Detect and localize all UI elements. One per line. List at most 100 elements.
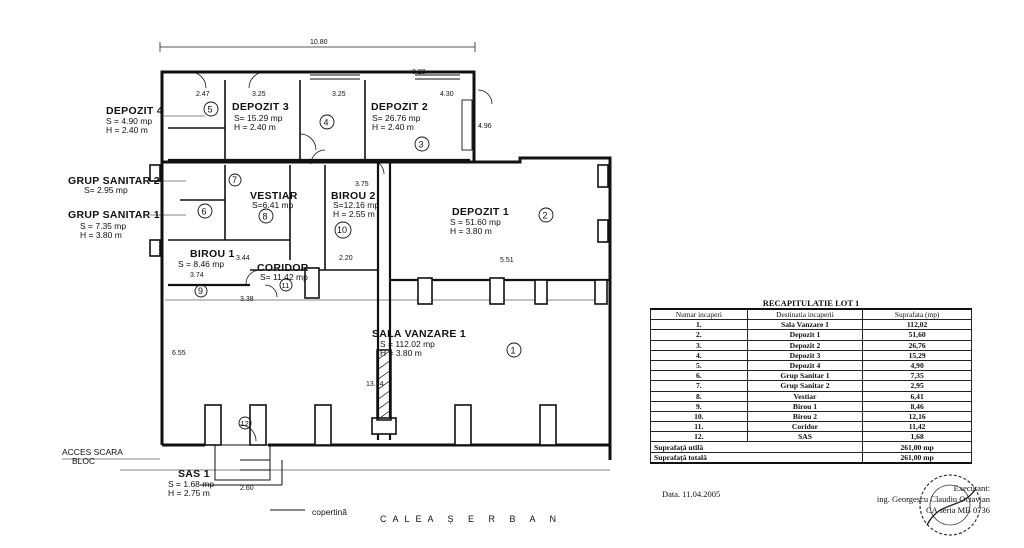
row-number: 6. [650, 370, 748, 382]
door-swings [189, 71, 493, 442]
row-number: 12. [650, 431, 748, 443]
row-area: 26,76 [862, 339, 972, 351]
row-destination: Depozit 4 [746, 359, 864, 372]
svg-text:3.75: 3.75 [355, 181, 369, 188]
row-area: 51,60 [862, 329, 972, 341]
svg-text:3: 3 [419, 140, 424, 150]
room-depozit-1: DEPOZIT 1 S = 51.60 mp H = 3.80 m 2 [450, 206, 554, 236]
svg-text:H = 2.40 m: H = 2.40 m [234, 122, 276, 132]
svg-text:CORIDOR: CORIDOR [257, 262, 309, 274]
row-area: 2,95 [862, 380, 972, 392]
row-number: 7. [650, 380, 748, 392]
row-number: 10. [650, 410, 748, 423]
svg-text:2.60: 2.60 [240, 485, 254, 492]
svg-text:S = 4.90 mp: S = 4.90 mp [106, 116, 152, 126]
svg-text:DEPOZIT 3: DEPOZIT 3 [232, 101, 289, 113]
svg-text:H = 2.75 m: H = 2.75 m [168, 488, 210, 498]
sas-entrance [200, 444, 305, 511]
recap-table: Numar incaperi Destinatia incaperii Supr… [649, 308, 972, 464]
svg-text:S = 8.46 mp: S = 8.46 mp [178, 259, 224, 269]
svg-text:11: 11 [282, 281, 290, 290]
row-destination: Birou 1 [746, 400, 864, 412]
columns [149, 164, 609, 446]
row-number: 9. [650, 400, 748, 412]
room-grup-sanitar-2: GRUP SANITAR 2 S= 2.95 mp 7 [68, 173, 242, 195]
executant-series: CA seria MB 0736 [926, 505, 990, 515]
street-label: CALEA Ș E R B A N [380, 514, 562, 524]
row-number: 3. [650, 339, 748, 351]
col-header-number: Numar incaperi [650, 308, 748, 321]
row-area: 1,68 [862, 431, 972, 443]
svg-text:SALA VANZARE 1: SALA VANZARE 1 [372, 328, 466, 340]
svg-text:10: 10 [337, 225, 347, 235]
svg-text:H = 2.40 m: H = 2.40 m [106, 125, 148, 135]
svg-text:DEPOZIT 4: DEPOZIT 4 [106, 105, 163, 117]
svg-text:H = 3.80 m: H = 3.80 m [80, 230, 122, 240]
svg-text:4.30: 4.30 [440, 91, 454, 98]
windows [310, 74, 473, 151]
row-area: 8,46 [862, 400, 972, 412]
svg-text:BIROU 1: BIROU 1 [190, 248, 235, 260]
row-area: 12,16 [862, 410, 972, 423]
svg-text:2: 2 [543, 211, 548, 221]
row-destination: Sala Vanzare 1 [746, 319, 864, 331]
svg-text:H = 2.55 m: H = 2.55 m [333, 209, 375, 219]
row-destination: Depozit 2 [746, 339, 864, 351]
interior-walls [165, 80, 610, 440]
svg-text:6: 6 [202, 207, 207, 217]
svg-text:GRUP SANITAR 2: GRUP SANITAR 2 [68, 175, 160, 187]
svg-text:S = 112.02 mp: S = 112.02 mp [380, 339, 435, 349]
svg-text:5.51: 5.51 [500, 257, 514, 264]
svg-text:S = 1.68 mp: S = 1.68 mp [168, 479, 214, 489]
row-destination: Grup Sanitar 1 [746, 370, 864, 382]
svg-text:7: 7 [232, 175, 237, 185]
room-sas-1: SAS 1 S = 1.68 mp H = 2.75 m 12 [168, 416, 252, 498]
room-grup-sanitar-1: GRUP SANITAR 1 S = 7.35 mp H = 3.80 m 6 [68, 203, 213, 240]
svg-text:13.74: 13.74 [366, 381, 384, 388]
svg-text:VESTIAR: VESTIAR [250, 190, 298, 202]
useful-area-value: 261,00 mp [862, 441, 972, 453]
useful-area-label: Suprafaţă utilă [649, 441, 864, 453]
row-number: 11. [650, 421, 748, 433]
row-number: 4. [650, 349, 748, 361]
svg-text:3.25: 3.25 [252, 91, 266, 98]
svg-text:S= 11.42 mp: S= 11.42 mp [260, 272, 308, 282]
svg-text:3.29: 3.29 [412, 69, 426, 76]
row-destination: SAS [746, 431, 864, 443]
official-stamp [919, 474, 981, 536]
row-destination: Vestiar [746, 390, 864, 402]
row-number: 2. [650, 329, 748, 341]
svg-text:H = 3.80 m: H = 3.80 m [380, 348, 422, 358]
executant-name: ing. Georgescu Claudiu Octavian [876, 494, 990, 504]
recap-title: RECAPITULATIE LOT 1 [762, 298, 860, 308]
canopy-label: copertină [312, 507, 347, 517]
svg-text:H = 3.80 m: H = 3.80 m [450, 226, 492, 236]
row-area: 11,42 [862, 421, 972, 433]
svg-text:S=6.41 mp: S=6.41 mp [252, 200, 294, 210]
svg-text:DEPOZIT 2: DEPOZIT 2 [371, 101, 428, 113]
row-area: 4,90 [862, 359, 972, 372]
executant-label: Executant: [953, 483, 990, 493]
row-destination: Depozit 1 [746, 329, 864, 341]
recap-header-row: Numar incaperi Destinatia incaperii Supr… [650, 308, 972, 321]
room-sala-vanzare-1: SALA VANZARE 1 S = 112.02 mp H = 3.80 m … [372, 328, 522, 358]
row-area: 112,02 [862, 319, 972, 331]
svg-text:S= 2.95 mp: S= 2.95 mp [84, 185, 128, 195]
executant-block: Executant: ing. Georgescu Claudiu Octavi… [830, 483, 990, 516]
overall-dimension: 10.80 [310, 39, 328, 46]
svg-text:3.74: 3.74 [190, 272, 204, 279]
total-area-row: Suprafaţă totală 261,00 mp [649, 451, 972, 464]
svg-text:4: 4 [324, 118, 329, 128]
row-number: 5. [650, 359, 748, 372]
top-dimension-line [159, 42, 476, 52]
svg-text:9: 9 [198, 286, 203, 296]
